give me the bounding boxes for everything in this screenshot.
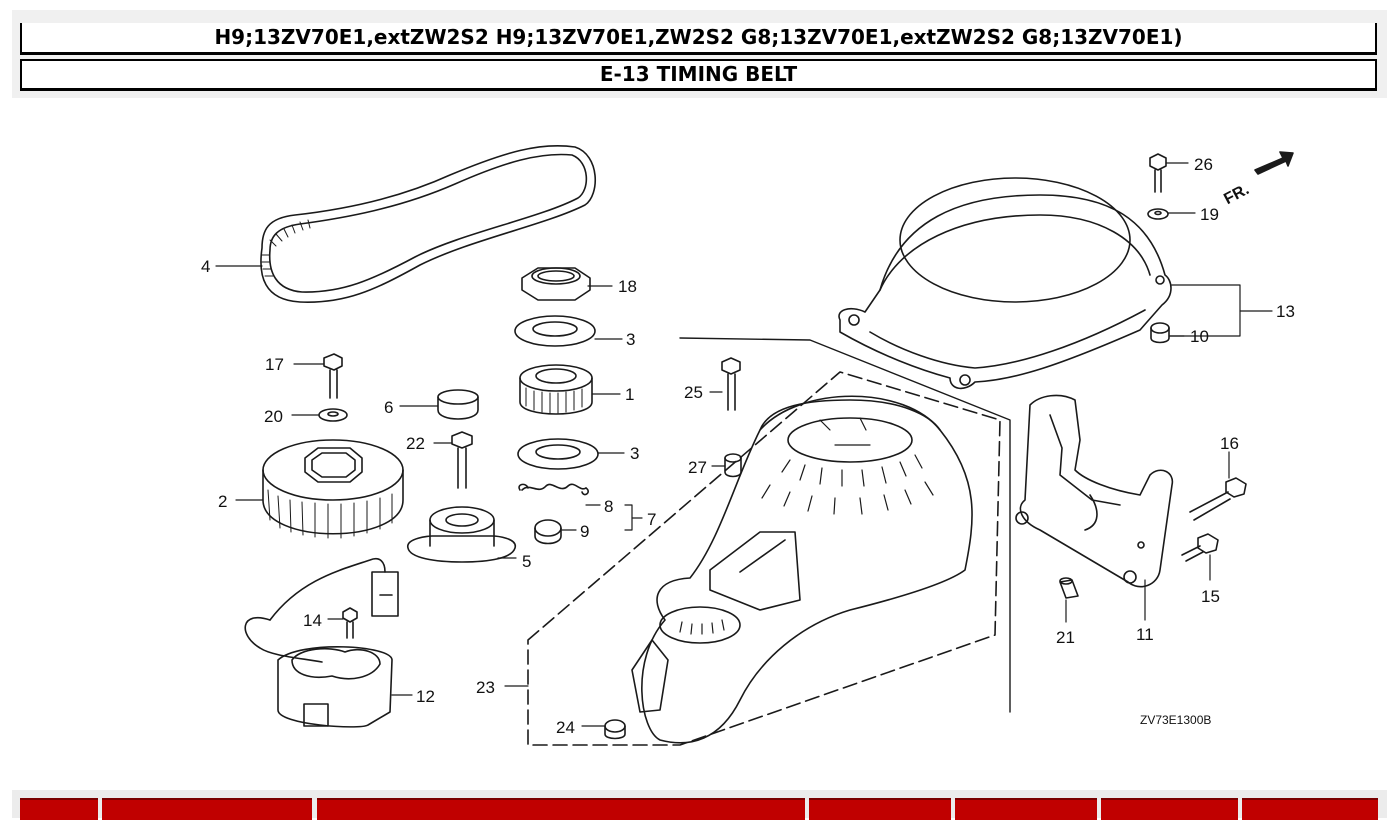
- tensioner-pulley-part: [407, 506, 516, 563]
- callout-14: 14: [303, 611, 322, 630]
- callout-23: 23: [476, 678, 495, 697]
- table-header-cell-7: [1242, 798, 1378, 820]
- callout-4: 4: [201, 257, 210, 276]
- callout-3-lower: 3: [630, 444, 639, 463]
- exploded-parts-diagram: 4 18 3 1 3 17 20 2 6 22 5 8 9 7 14 12 23…: [201, 144, 1295, 746]
- callout-11: 11: [1136, 625, 1154, 644]
- callout-12: 12: [416, 687, 435, 706]
- callout-19: 19: [1200, 205, 1219, 224]
- callout-26: 26: [1194, 155, 1213, 174]
- grommet-10-part: [1150, 322, 1170, 344]
- sensor-assembly-part: [244, 557, 399, 728]
- callout-21: 21: [1056, 628, 1075, 647]
- model-list-title: H9;13ZV70E1,extZW2S2 H9;13ZV70E1,ZW2S2 G…: [20, 23, 1377, 55]
- callout-20: 20: [264, 407, 283, 426]
- bolt-15-part: [1181, 533, 1219, 562]
- callout-13: 13: [1276, 302, 1295, 321]
- table-header-cell-2: [102, 798, 312, 820]
- cap-part: [437, 389, 479, 420]
- callout-7: 7: [647, 510, 656, 529]
- bolt-17-part: [323, 353, 343, 399]
- callout-9: 9: [580, 522, 589, 541]
- table-header-cell-3: [317, 798, 805, 820]
- table-header-cell-5: [955, 798, 1097, 820]
- callout-27: 27: [688, 458, 707, 477]
- callout-1: 1: [625, 385, 634, 404]
- callout-24: 24: [556, 718, 575, 737]
- callout-22: 22: [406, 434, 425, 453]
- collar-part: [534, 519, 562, 545]
- callout-25: 25: [684, 383, 703, 402]
- drawing-code: ZV73E1300B: [1140, 713, 1211, 727]
- table-header-cell-4: [809, 798, 951, 820]
- lock-nut-part: [521, 267, 591, 301]
- timing-belt-part: [260, 144, 596, 303]
- bolt-16-part: [1189, 477, 1247, 521]
- callout-15: 15: [1201, 587, 1220, 606]
- callout-3-upper: 3: [626, 330, 635, 349]
- section-title: E-13 TIMING BELT: [20, 59, 1377, 91]
- front-direction-label: FR.: [1221, 181, 1252, 208]
- grommet-24-part: [604, 719, 626, 740]
- table-header-cell-1: [20, 798, 98, 820]
- washer-20-part: [318, 408, 348, 422]
- callout-16: 16: [1220, 434, 1239, 453]
- camshaft-pulley-part: [262, 439, 404, 539]
- washer-19-part: [1147, 208, 1169, 220]
- front-direction-arrow-icon: [1254, 151, 1294, 175]
- callout-18: 18: [618, 277, 637, 296]
- callout-2: 2: [218, 492, 227, 511]
- callout-8: 8: [604, 497, 613, 516]
- callout-5: 5: [522, 552, 531, 571]
- callout-17: 17: [265, 355, 284, 374]
- washer-lower-part: [517, 438, 599, 470]
- crankshaft-pulley-part: [519, 364, 593, 415]
- table-header-cell-6: [1101, 798, 1238, 820]
- callout-6: 6: [384, 398, 393, 417]
- bolt-25-part: [721, 357, 741, 411]
- screw-14-part: [342, 607, 358, 639]
- bolt-22-part: [451, 431, 473, 489]
- bolt-26-part: [1149, 153, 1167, 193]
- callout-10: 10: [1190, 327, 1209, 346]
- upper-timing-cover-part: [838, 177, 1172, 390]
- collar-27-part: [724, 453, 742, 478]
- timing-belt-cover-part: [527, 337, 1011, 746]
- washer-upper-part: [514, 315, 596, 347]
- tensioner-spring-part: [518, 483, 589, 496]
- dowel-pin-21-part: [1059, 577, 1079, 599]
- cover-bracket-part: [1015, 394, 1174, 588]
